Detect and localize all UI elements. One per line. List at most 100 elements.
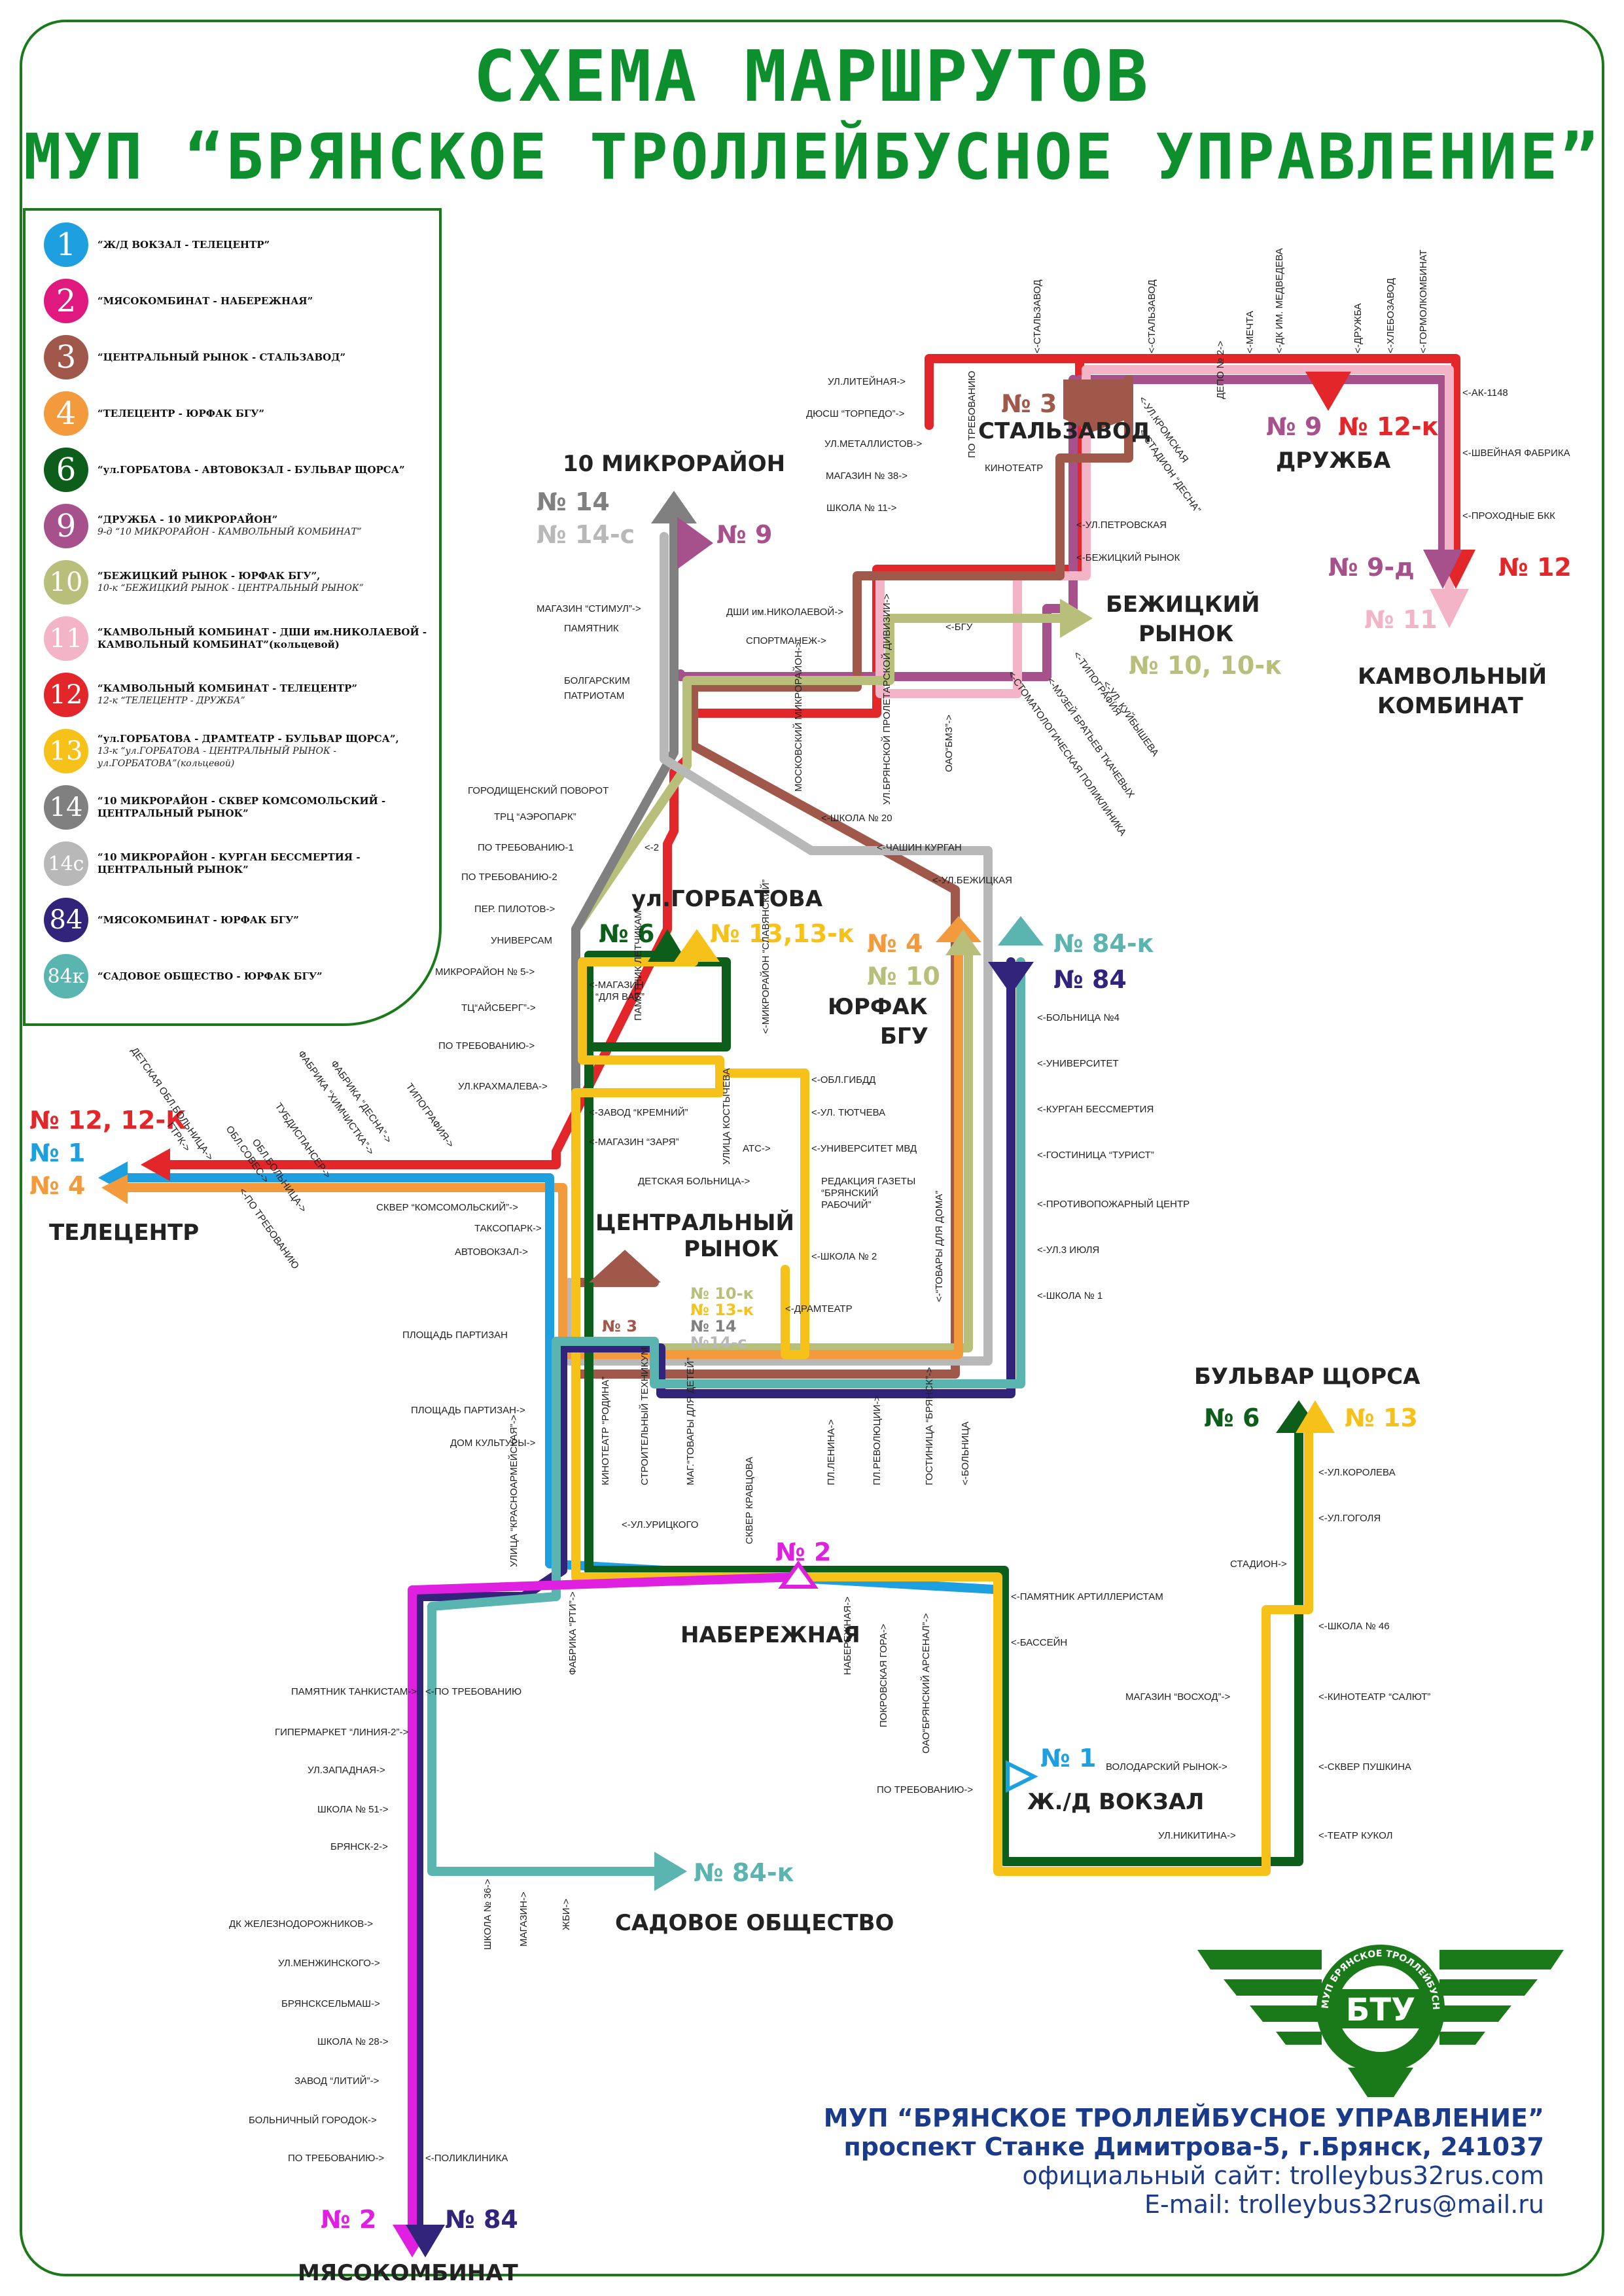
legend-description: “БЕЖИЦКИЙ РЫНОК - ЮРФАК БГУ”,10-к “БЕЖИЦ… xyxy=(97,570,364,593)
vertical-stop: <-БОЛЬНИЦА xyxy=(960,1422,971,1485)
route-6-loop-line xyxy=(584,957,731,1051)
vertical-stop: ПОКРОВСКАЯ ГОРА-> xyxy=(878,1623,889,1727)
legend-description: “КАМВОЛЬНЫЙ КОМБИНАТ - ДШИ им.НИКОЛАЕВОЙ… xyxy=(97,626,427,650)
vertical-stop: ОАО“БМЗ”-> xyxy=(944,715,955,772)
legend-item-84: 84“МЯСОКОМБИНАТ - ЮРФАК БГУ” xyxy=(44,898,299,942)
arrow-13-shch xyxy=(1296,1400,1335,1433)
vertical-stop: <-ДК ИМ. МЕДВЕДЕВА xyxy=(1274,248,1285,353)
label-r4b: № 4 xyxy=(29,1171,85,1200)
stop-magv1: <-МАГАЗИН xyxy=(589,980,644,991)
route-badge: 13 xyxy=(44,729,88,773)
stop-pam2: БОЛГАРСКИМ xyxy=(564,675,630,686)
stop-artil: <-ПАМЯТНИК АРТИЛЛЕРИСТАМ xyxy=(1011,1591,1163,1602)
route-9-mid-line xyxy=(676,375,1078,681)
stop-br2: БРЯНСК-2-> xyxy=(330,1841,388,1852)
vertical-stop: ПЛ.ЛЕНИНА-> xyxy=(826,1419,837,1485)
stop-mag38: МАГАЗИН № 38-> xyxy=(826,470,908,482)
terminal-mikro10: 10 МИКРОРАЙОН xyxy=(563,450,785,477)
stop-magv2: “ДЛЯ ВАС” xyxy=(595,991,644,1002)
terminal-sadovoe: САДОВОЕ ОБЩЕСТВО xyxy=(615,1910,894,1936)
route-badge: 10 xyxy=(44,560,88,605)
title-line-1: СХЕМА МАРШРУТОВ xyxy=(473,36,1151,118)
label-c10k: № 10-к xyxy=(690,1284,754,1303)
terminal-bezh-1: БЕЖИЦКИЙ xyxy=(1106,591,1260,618)
stop-protiv: <-ПРОТИВОПОЖАРНЫЙ ЦЕНТР xyxy=(1037,1198,1190,1210)
arrow-11-kamv xyxy=(1430,589,1469,628)
stop-bolngor: БОЛЬНИЧНЫЙ ГОРОДОК-> xyxy=(249,2114,377,2126)
legend-item-12: 12“КАМВОЛЬНЫЙ КОМБИНАТ - ТЕЛЕЦЕНТР”12-к … xyxy=(44,673,357,717)
route-badge: 84к xyxy=(44,954,88,998)
legend-item-14с: 14с “10 МИКРОРАЙОН - КУРГАН БЕССМЕРТИЯ - … xyxy=(44,841,439,886)
legend-item-1: 1“Ж/Д ВОКЗАЛ - ТЕЛЕЦЕНТР” xyxy=(44,222,270,267)
stop-salut: <-КИНОТЕАТР “САЛЮТ” xyxy=(1318,1691,1430,1703)
stop-plpart2: ПЛОЩАДЬ ПАРТИЗАН-> xyxy=(411,1405,525,1416)
arrow-4-tele xyxy=(101,1174,128,1204)
route-13k-line xyxy=(715,1069,809,1359)
arrow-4-yurf xyxy=(936,916,981,942)
route-2-line xyxy=(408,1572,803,2229)
logo-wing-left xyxy=(1197,1950,1322,2045)
arrow-1-vokz xyxy=(1006,1760,1038,1793)
legend-sub: 9-д “10 МИКРОРАЙОН - КАМВОЛЬНЫЙ КОМБИНАТ… xyxy=(97,527,362,537)
route-badge: 84 xyxy=(44,898,88,942)
legend-item-14: 14“10 МИКРОРАЙОН - СКВЕР КОМСОМОЛЬСКИЙ -… xyxy=(44,785,439,830)
vertical-stop: МОСКОВСКИЙ МИКРОРАЙОН-> xyxy=(792,641,804,792)
stop-ak1148: <-АК-1148 xyxy=(1462,387,1508,398)
route-badge: 4 xyxy=(44,391,88,436)
logo-text: БТУ xyxy=(1346,1992,1415,2028)
terminal-druzhba: ДРУЖБА xyxy=(1276,448,1391,474)
vertical-stop: ЖБИ-> xyxy=(561,1899,572,1930)
route-badge: 2 xyxy=(44,279,88,323)
stop-avtov: АВТОВОКЗАЛ-> xyxy=(455,1246,528,1258)
stop-korol: <-УЛ.КОРОЛЕВА xyxy=(1318,1467,1396,1478)
legend-item-10: 10 “БЕЖИЦКИЙ РЫНОК - ЮРФАК БГУ”,10-к “БЕЖ… xyxy=(44,560,364,605)
label-r1: № 1 xyxy=(29,1139,85,1167)
arrow-12-tele xyxy=(141,1148,170,1181)
route-badge: 14с xyxy=(44,841,88,886)
legend-description: “10 МИКРОРАЙОН - КУРГАН БЕССМЕРТИЯ - ЦЕН… xyxy=(97,851,361,875)
route-13-line xyxy=(571,957,1313,1876)
label-r2: № 2 xyxy=(775,1538,831,1566)
logo-band xyxy=(1332,1989,1429,2028)
route-badge: 14 xyxy=(44,785,88,830)
arrow-10-bezh xyxy=(1060,599,1093,638)
terminal-kamv-2: КОМБИНАТ xyxy=(1377,693,1524,719)
stop-plpart: ПЛОЩАДЬ ПАРТИЗАН xyxy=(402,1330,508,1341)
label-c14: № 14 xyxy=(690,1317,737,1335)
vertical-stop: МАГ.“ТОВАРЫ ДЛЯ ДЕТЕЙ” xyxy=(684,1358,696,1485)
legend-sub: 12-к “ТЕЛЕЦЕНТР - ДРУЖБА” xyxy=(97,696,245,706)
stop-dkzh: ДК ЖЕЛЕЗНОДОРОЖНИКОВ-> xyxy=(229,1918,373,1930)
label-r9a: № 9 xyxy=(1266,412,1322,441)
stop-bezhul: <-УЛ.БЕЖИЦКАЯ xyxy=(932,875,1012,886)
legend-item-6: 6“ул.ГОРБАТОВА - АВТОВОКЗАЛ - БУЛЬВАР ЩО… xyxy=(44,448,405,492)
legend-description: “ул.ГОРБАТОВА - ДРАМТЕАТР - БУЛЬВАР ЩОРС… xyxy=(97,733,439,770)
route-badge: 9 xyxy=(44,504,88,548)
stop-dramt: <-ДРАМТЕАТР xyxy=(785,1303,853,1315)
route-84k-line xyxy=(427,957,1025,1876)
stop-gorodpov: ГОРОДИЩЕНСКИЙ ПОВОРОТ xyxy=(468,785,609,796)
route-84-line xyxy=(414,957,1015,2229)
footer-email-link[interactable]: E-mail: trolleybus32rus@mail.ru xyxy=(1144,2190,1544,2219)
label-r14: № 14 xyxy=(537,487,610,516)
stop-sportm: СПОРТМАНЕЖ-> xyxy=(746,635,826,646)
arrow-12k-druzhba xyxy=(1305,372,1351,411)
terminal-telecentr: ТЕЛЕЦЕНТР xyxy=(49,1220,199,1246)
route-badge: 6 xyxy=(44,448,88,492)
footer-org: МУП “БРЯНСКОЕ ТРОЛЛЕЙБУСНОЕ УПРАВЛЕНИЕ” xyxy=(823,2104,1544,2132)
vertical-stop: УЛ.БРЯНСКОЙ ПРОЛЕТАРСКОЙ ДИВИЗИИ-> xyxy=(881,593,892,805)
label-r84kb: № 84-к xyxy=(694,1858,794,1887)
vertical-stop: <-“ТОВАРЫ ДЛЯ ДОМА” xyxy=(934,1191,945,1302)
footer-site-link[interactable]: официальный сайт: trolleybus32rus.com xyxy=(1022,2161,1545,2190)
stop-shk51: ШКОЛА № 51-> xyxy=(317,1804,389,1815)
stop-prokh: <-ПРОХОДНЫЕ БКК xyxy=(1462,510,1555,521)
legend-description: “Ж/Д ВОКЗАЛ - ТЕЛЕЦЕНТР” xyxy=(97,238,270,251)
stop-ats: АТС-> xyxy=(743,1143,771,1154)
stop-stimul: МАГАЗИН “СТИМУЛ”-> xyxy=(537,603,641,614)
stop-red3: РАБОЧИЙ” xyxy=(821,1199,872,1210)
label-r10: № 10 xyxy=(867,962,940,991)
stop-liniya: ГИПЕРМАРКЕТ “ЛИНИЯ-2”-> xyxy=(275,1727,408,1738)
terminal-shchorsa: БУЛЬВАР ЩОРСА xyxy=(1194,1364,1421,1390)
stop-litein: УЛ.ЛИТЕЙНАЯ-> xyxy=(828,376,906,387)
stop-stadion: СТАДИОН-> xyxy=(1230,1559,1287,1570)
stop-skvkom: СКВЕР “КОМСОМОЛЬСКИЙ”-> xyxy=(376,1201,518,1213)
